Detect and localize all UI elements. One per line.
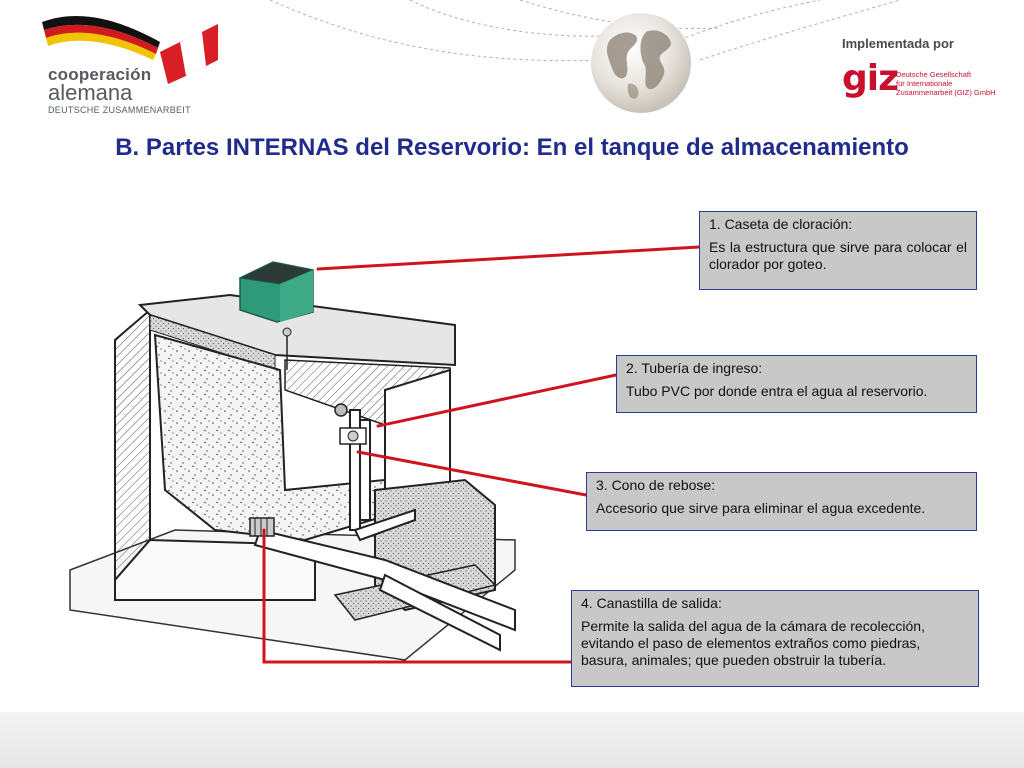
callout-text: Permite la salida del agua de la cámara … bbox=[581, 618, 925, 668]
reservoir-diagram bbox=[69, 261, 516, 661]
callout-text: Accesorio que sirve para eliminar el agu… bbox=[596, 500, 926, 516]
giz-name-line: Deutsche Gesellschaft bbox=[896, 70, 972, 79]
callout-cono-rebose: 3. Cono de rebose: Accesorio que sirve p… bbox=[586, 472, 977, 531]
callout-tuberia-ingreso: 2. Tubería de ingreso: Tubo PVC por dond… bbox=[616, 355, 977, 413]
connector-2 bbox=[376, 373, 618, 428]
cooperacion-alemana-logo bbox=[42, 15, 219, 85]
globe-icon bbox=[591, 13, 691, 113]
chlorination-hut bbox=[238, 261, 315, 323]
giz-name-line: Zusammenarbeit (GIZ) GmbH bbox=[896, 88, 996, 97]
callout-heading: 1. Caseta de cloración: bbox=[709, 216, 853, 232]
outlet-basket bbox=[249, 517, 275, 537]
connector-1 bbox=[316, 245, 701, 271]
callout-heading: 4. Canastilla de salida: bbox=[581, 595, 722, 611]
callout-caseta-cloracion: 1. Caseta de cloración: Es la estructura… bbox=[699, 211, 977, 290]
pipes bbox=[253, 409, 516, 652]
connector-3 bbox=[356, 450, 588, 497]
logo-line-cooperacion: cooperación bbox=[48, 65, 152, 84]
germany-flag-ribbon bbox=[42, 15, 160, 60]
callout-heading: 2. Tubería de ingreso: bbox=[626, 360, 763, 376]
giz-name-line: für Internationale bbox=[896, 79, 953, 88]
callout-text: Es la estructura que sirve para colocar … bbox=[709, 239, 967, 272]
logo-line-alemana: alemana bbox=[48, 80, 133, 105]
callout-heading: 3. Cono de rebose: bbox=[596, 477, 716, 493]
callout-canastilla-salida: 4. Canastilla de salida: Permite la sali… bbox=[571, 590, 979, 687]
callout-text: Tubo PVC por donde entra el agua al rese… bbox=[626, 383, 928, 399]
footer-band bbox=[0, 712, 1024, 768]
slide-title: B. Partes INTERNAS del Reservorio: En el… bbox=[115, 134, 909, 161]
connector-4 bbox=[262, 528, 573, 664]
giz-logo: giz bbox=[842, 58, 899, 99]
implemented-by-label: Implementada por bbox=[842, 36, 954, 51]
peru-flag-ribbon bbox=[159, 23, 219, 85]
giz-name: Deutsche Gesellschaft für Internationale… bbox=[896, 70, 1006, 97]
overflow-cone bbox=[334, 403, 348, 417]
inlet-fitting bbox=[339, 427, 367, 445]
logo-line-deutsche: DEUTSCHE ZUSAMMENARBEIT bbox=[48, 105, 191, 115]
